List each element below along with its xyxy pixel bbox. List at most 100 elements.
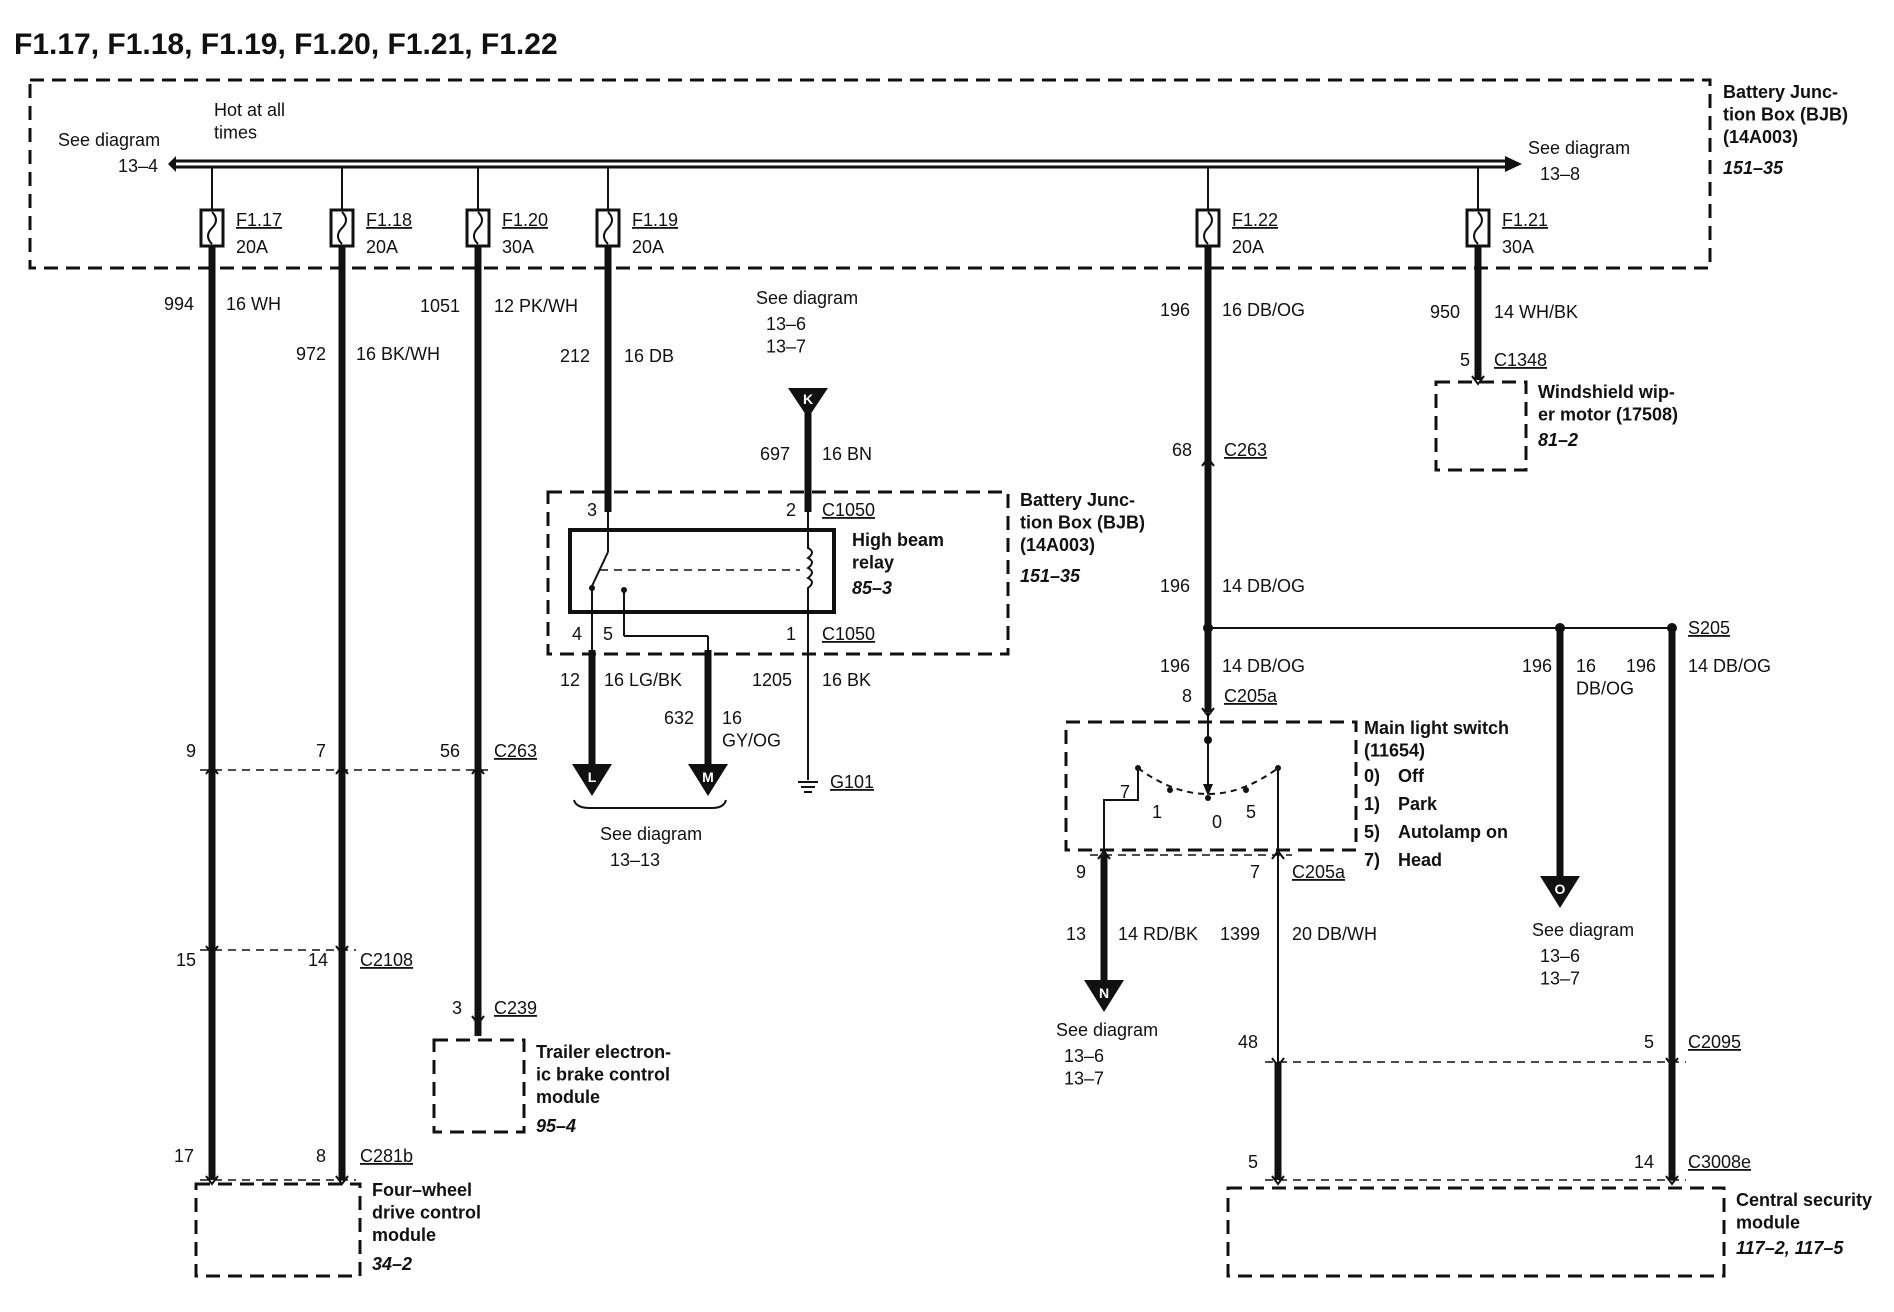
c1050-top-pin-2: 2 <box>786 500 796 520</box>
c2095-pin-5: 5 <box>1644 1032 1654 1052</box>
s205-splice-dot <box>1667 623 1677 633</box>
wiper-motor-box <box>1434 380 1528 472</box>
bus-left-ref-num: 13–4 <box>118 156 158 176</box>
c263-left-pin-9: 9 <box>186 741 196 761</box>
svg-text:Autolamp on: Autolamp on <box>1398 822 1508 842</box>
relay-ref: 85–3 <box>852 578 892 598</box>
c2095-pin-48: 48 <box>1238 1032 1258 1052</box>
c263-left-pin-7: 7 <box>316 741 326 761</box>
fourwd-module-ref: 34–2 <box>372 1254 412 1274</box>
wire-972-spec: 16 BK/WH <box>356 344 440 364</box>
c1348-label: C1348 <box>1494 350 1547 370</box>
wire-632-circuit: 632 <box>664 708 694 728</box>
wire-1051-circuit: 1051 <box>420 296 460 316</box>
wire-212-circuit: 212 <box>560 346 590 366</box>
page-title: F1.17, F1.18, F1.19, F1.20, F1.21, F1.22 <box>14 28 558 61</box>
wire-1399-circuit: 1399 <box>1220 924 1260 944</box>
bjb-mid-ref: 151–35 <box>1020 566 1081 586</box>
main-light-switch-box <box>1064 720 1358 852</box>
wire-196b-circuit: 196 <box>1160 576 1190 596</box>
ref-k-arrow: K <box>788 388 828 418</box>
bus-left-ref: See diagram <box>58 130 160 150</box>
c1050-bot-pin-4: 4 <box>572 624 582 644</box>
fuse-rating: 20A <box>236 237 268 257</box>
c205a-top-pin: 8 <box>1182 686 1192 706</box>
ref-k-label: See diagram <box>756 288 858 308</box>
fuse-name: F1.21 <box>1502 210 1548 230</box>
c1050-bot-label: C1050 <box>822 624 875 644</box>
wire-1205-circuit: 1205 <box>752 670 792 690</box>
fuse-name: F1.19 <box>632 210 678 230</box>
svg-text:O: O <box>1555 881 1566 897</box>
mls-pin-5: 5 <box>1246 802 1256 822</box>
svg-text:N: N <box>1099 985 1109 1001</box>
wire-950-spec: 14 WH/BK <box>1494 302 1578 322</box>
mls-pin-0: 0 <box>1212 812 1222 832</box>
ref-n-arrow: N <box>1084 980 1124 1012</box>
fuse-rating: 30A <box>1502 237 1534 257</box>
svg-text:1): 1) <box>1364 794 1380 814</box>
wire-972-circuit: 972 <box>296 344 326 364</box>
c3008e-pin-5: 5 <box>1248 1152 1258 1172</box>
wire-994-circuit: 994 <box>164 294 194 314</box>
wire-12-spec: 16 LG/BK <box>604 670 682 690</box>
bjb-relay-box <box>546 490 1010 656</box>
c263-left-pin-56: 56 <box>440 741 460 761</box>
c205a-top-label: C205a <box>1224 686 1278 706</box>
c281b-label: C281b <box>360 1146 413 1166</box>
wiper-motor-ref: 81–2 <box>1538 430 1578 450</box>
wire-196e-spec: 14 DB/OG <box>1688 656 1771 676</box>
high-beam-relay <box>568 512 836 650</box>
fuse-rating: 20A <box>366 237 398 257</box>
mls-positions: 0) Off 1) Park 5) Autolamp on 7) Head <box>1364 766 1508 870</box>
trailer-brake-module-box <box>432 1038 526 1134</box>
main-light-switch-contacts <box>1103 712 1281 855</box>
bjb-label: Battery Junc-tion Box (BJB)(14A003) <box>1723 82 1848 147</box>
ref-lm-nums: 13–13 <box>610 850 660 870</box>
wire-1205-spec: 16 BK <box>822 670 871 690</box>
s205-label: S205 <box>1688 618 1730 638</box>
fuse-name: F1.22 <box>1232 210 1278 230</box>
wire-196b-spec: 14 DB/OG <box>1222 576 1305 596</box>
c205a-bot-pin-7: 7 <box>1250 862 1260 882</box>
svg-text:5): 5) <box>1364 822 1380 842</box>
bus-right-ref: See diagram <box>1528 138 1630 158</box>
connector-chevrons <box>205 375 1679 1186</box>
wire-994-spec: 16 WH <box>226 294 281 314</box>
c263-right-label: C263 <box>1224 440 1267 460</box>
fuse-rating: 30A <box>502 237 534 257</box>
mls-label: Main light switch(11654) <box>1364 718 1509 761</box>
bus-right-ref-num: 13–8 <box>1540 164 1580 184</box>
c2108-label: C2108 <box>360 950 413 970</box>
svg-text:Park: Park <box>1398 794 1438 814</box>
wire-196c-circuit: 196 <box>1160 656 1190 676</box>
c1050-top-pin-3: 3 <box>587 500 597 520</box>
ref-o-label: See diagram <box>1532 920 1634 940</box>
wire-697-spec: 16 BN <box>822 444 872 464</box>
ref-lm-label: See diagram <box>600 824 702 844</box>
trailer-brake-module-ref: 95–4 <box>536 1116 576 1136</box>
ref-lm-bracket <box>573 799 727 809</box>
wire-13-spec: 14 RD/BK <box>1118 924 1198 944</box>
wire-196a-circuit: 196 <box>1160 300 1190 320</box>
wire-697-circuit: 697 <box>760 444 790 464</box>
c263-left-label: C263 <box>494 741 537 761</box>
wire-13-circuit: 13 <box>1066 924 1086 944</box>
svg-text:7): 7) <box>1364 850 1380 870</box>
power-bus <box>168 156 1522 172</box>
c263-right-pin: 68 <box>1172 440 1192 460</box>
c3008e-label: C3008e <box>1688 1152 1751 1172</box>
c1348-pin: 5 <box>1460 350 1470 370</box>
splice-dot <box>1555 623 1565 633</box>
